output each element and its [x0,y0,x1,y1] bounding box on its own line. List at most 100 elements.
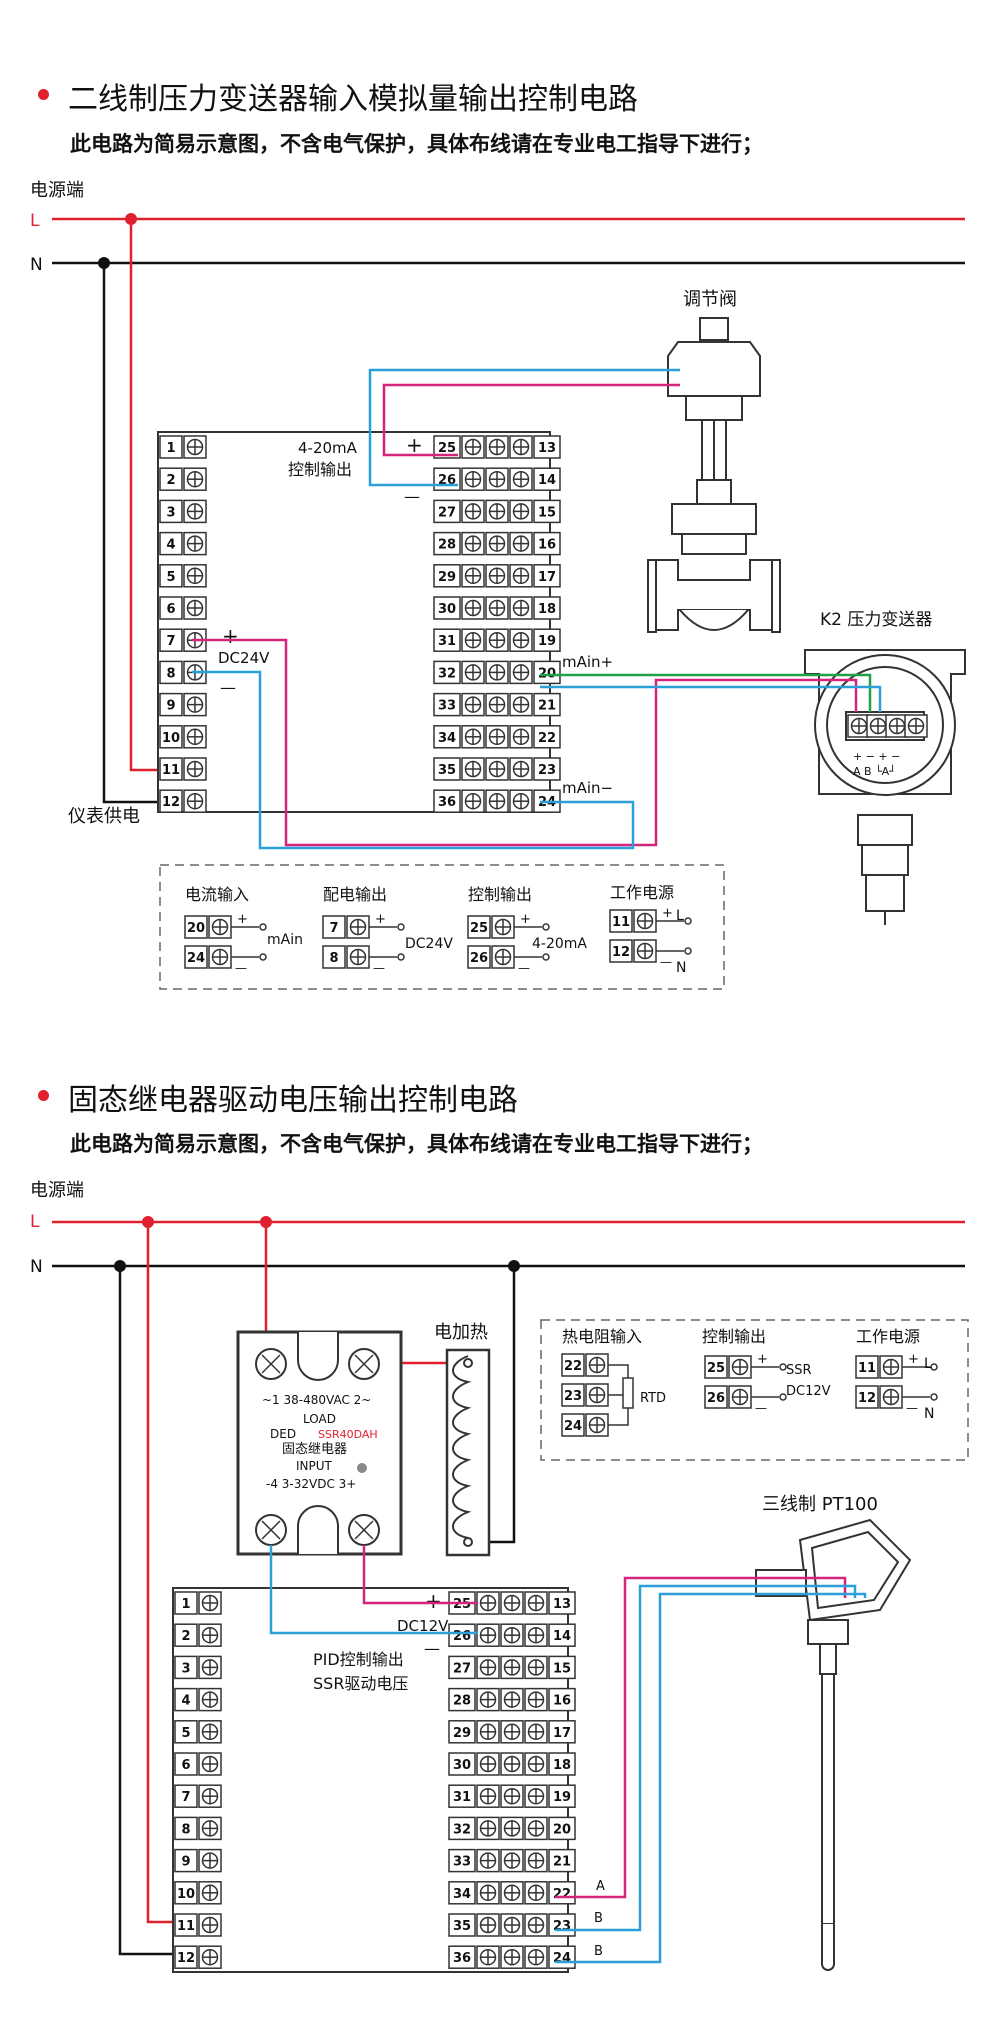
terminal-number: 33 [453,1855,471,1870]
terminal-number: 29 [438,570,456,585]
terminal-number: 20 [553,1822,571,1837]
screw-icon [208,915,232,939]
screw-icon [633,939,657,963]
terminal-right-21: 21 [533,692,561,717]
screw-icon [509,435,533,459]
screw-icon [847,714,871,738]
screw-icon [476,1881,500,1905]
terminal-number: 22 [553,1887,571,1902]
screw-icon [524,1881,548,1905]
ssr-input-label: INPUT [296,1459,333,1473]
terminal-number: 16 [553,1694,571,1709]
screw-icon [461,725,485,749]
legend-workpower-L-2: L [924,1356,932,1372]
screw-icon [633,909,657,933]
terminal-mid-31: 31 [448,1784,476,1808]
screw-icon [485,435,509,459]
screw-icon [879,1385,903,1409]
ssr-model: SSR40DAH [318,1428,378,1441]
terminal-number: 15 [538,505,556,520]
screw-icon [198,1752,222,1776]
legend-ssr-label: SSR [786,1363,812,1378]
terminal-number: 25 [707,1361,725,1376]
terminal-left-5: 5 [159,564,183,588]
screw-icon [509,692,533,717]
screw-icon [904,714,928,738]
terminal-number: 33 [438,699,456,714]
screw-icon [476,1848,500,1873]
screw-icon [524,1687,548,1712]
solid-state-relay [236,1330,403,1556]
section2-title: 固态继电器驱动电压输出控制电路 [68,1083,518,1118]
terminal-number: 23 [538,763,556,778]
terminal-number: 13 [538,441,556,456]
terminal-right-22: 22 [533,725,561,749]
transmitter-wire-blue-b [540,685,882,712]
screw-icon [485,531,509,556]
screw-icon [476,1687,500,1712]
rtd-wire-b2 [555,1592,867,1964]
terminal-number: 25 [438,441,456,456]
terminal-left-9: 9 [159,692,183,717]
pt100-sensor [755,1518,912,1971]
terminal-number: 5 [181,1726,190,1741]
terminal-number: 27 [438,505,456,520]
screw-icon [183,467,207,491]
screw-icon [461,467,485,491]
terminal-number: 30 [438,602,456,617]
terminal-right-22: 22 [548,1881,576,1905]
screw-icon [183,725,207,749]
legend-terminal-11: 11 [609,909,633,933]
screw-icon [728,1385,752,1409]
terminal-left-7: 7 [174,1784,198,1808]
terminal-number: 15 [553,1661,571,1676]
terminal-left-4: 4 [174,1687,198,1712]
screw-icon [198,1816,222,1841]
terminal-number: 7 [181,1790,190,1805]
terminal-number: 6 [181,1758,190,1773]
screw-icon [524,1752,548,1776]
screw-icon [485,757,509,781]
legend-terminal-7: 7 [322,915,346,939]
transmitter-terminal-signs: + − + − [853,750,900,763]
legend-terminal-24: 24 [184,945,208,969]
terminal-right-19: 19 [548,1784,576,1808]
terminal-number: 27 [453,1661,471,1676]
legend-terminal-22: 22 [561,1353,585,1377]
legend-plus: + [375,912,386,927]
main-minus-label: mAin− [562,779,613,797]
line-N-label: N [30,255,43,275]
screw-icon [198,1591,222,1615]
wire-b2-label: B [594,1944,603,1959]
plus-7: + [222,624,239,648]
terminal-right-23: 23 [548,1913,576,1937]
screw-icon [509,596,533,620]
terminal-number: 4 [166,538,175,553]
screw-icon [500,1752,524,1776]
terminal-right-17: 17 [548,1720,576,1744]
supply-label: 仪表供电 [68,806,140,827]
terminal-number: 32 [438,666,456,681]
terminal-left-6: 6 [159,596,183,620]
valve-wire-blue [368,368,680,487]
legend-minus: — [373,961,385,975]
transmitter-wire-blue-a [192,670,635,850]
legend-terminal-26: 26 [704,1385,728,1409]
legend-workpower-L: L [676,908,684,924]
screw-icon [885,714,909,738]
terminal-mid-36: 36 [448,1945,476,1969]
screw-icon [461,789,485,813]
terminal-number: 10 [177,1887,195,1902]
terminal-number: 32 [453,1822,471,1837]
legend-workpower-title-2: 工作电源 [856,1327,920,1346]
legend-power-out: 78+— [322,912,405,975]
terminal-number: 20 [187,921,205,936]
screw-icon [728,1355,752,1379]
screw-icon [500,1848,524,1873]
legend-current-label: mAin [267,932,303,948]
terminal-right-14: 14 [533,467,561,491]
main-plus-label: mAin+ [562,653,613,671]
terminal-number: 24 [553,1951,571,1966]
